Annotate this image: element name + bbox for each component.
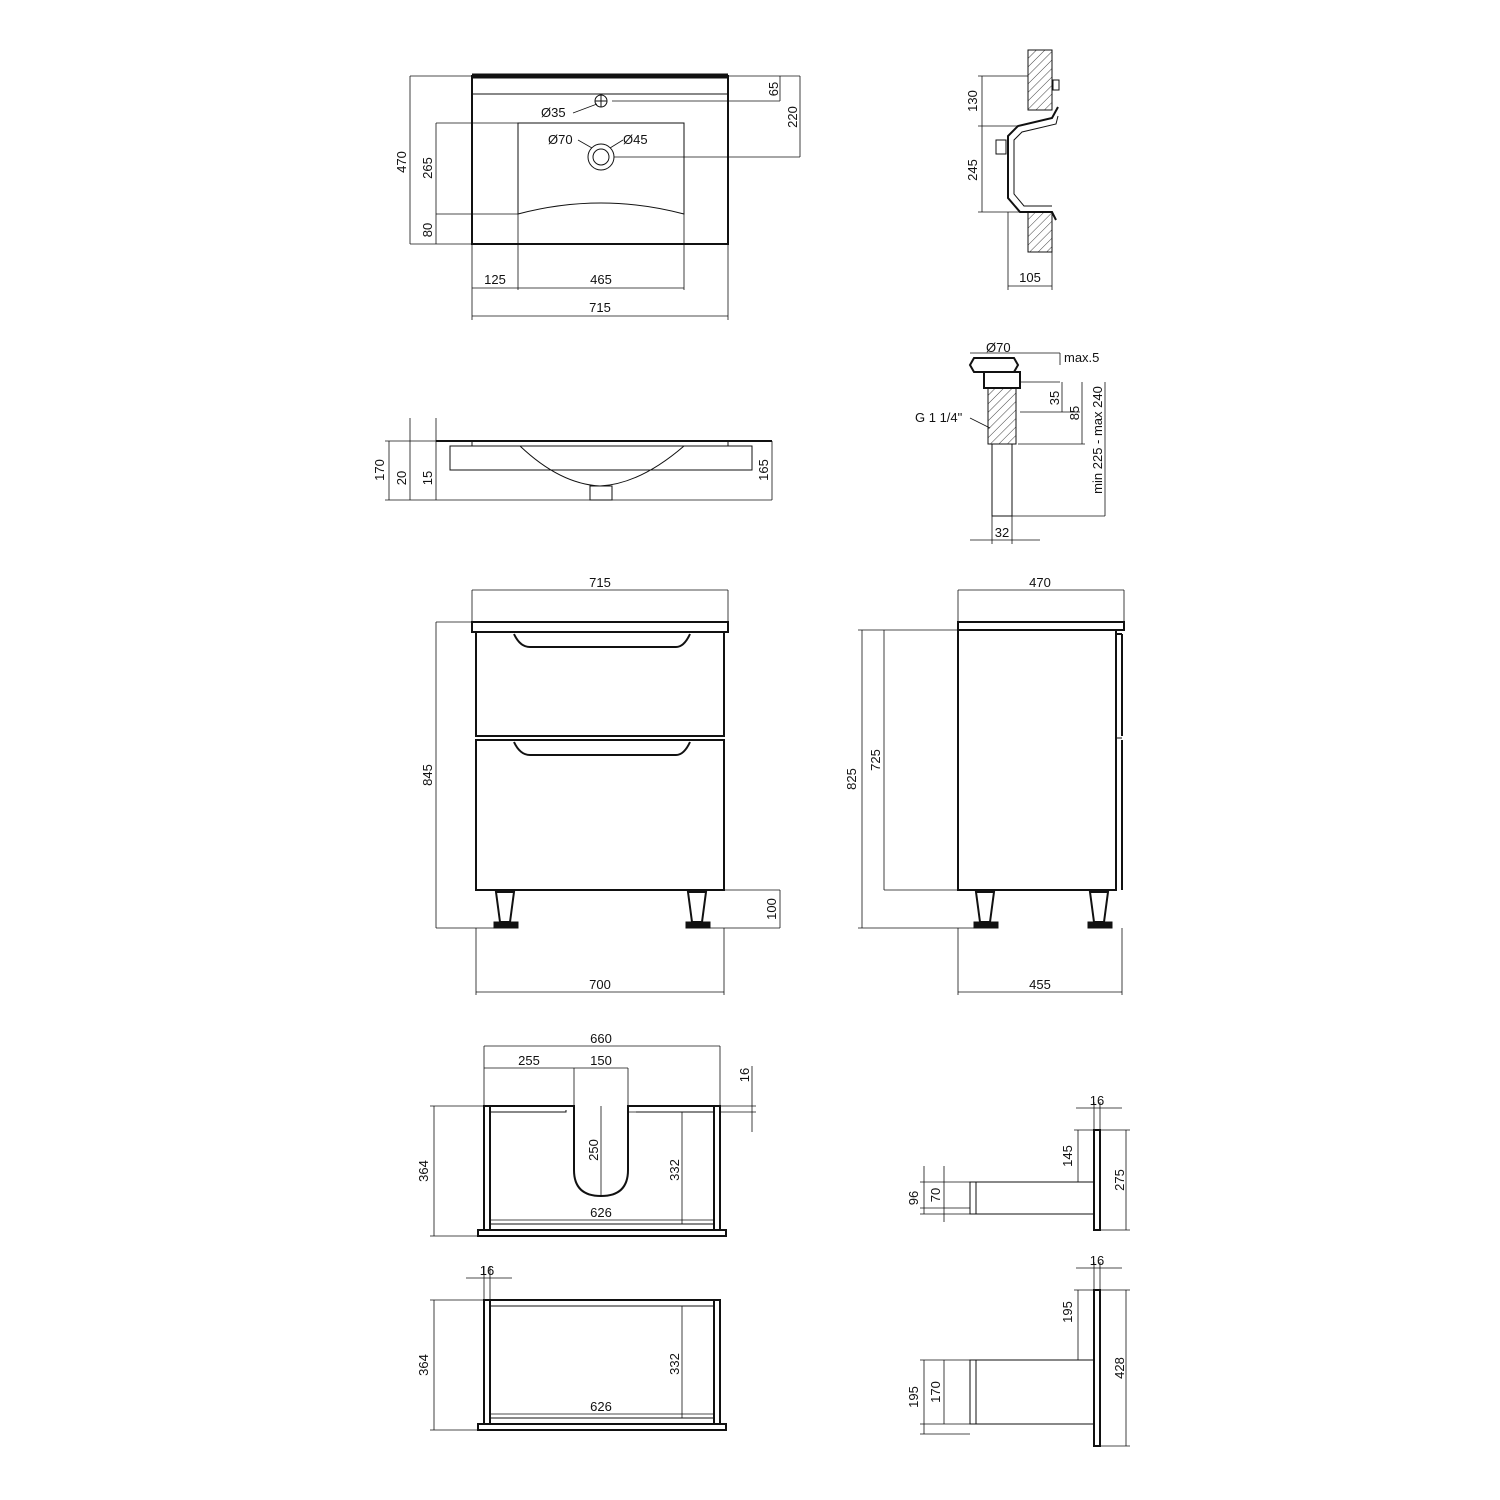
basin-profile: [1007, 106, 1059, 221]
dim-125: 125: [484, 272, 506, 287]
upper-drawer-side-view: 16 145 275 96 70: [906, 1093, 1130, 1231]
label-drain-inner: Ø45: [623, 132, 648, 147]
dim-245: 245: [965, 159, 980, 181]
label-max-gap: max.5: [1064, 350, 1099, 365]
drain-hole-inner: [592, 148, 610, 166]
dim-715: 715: [589, 300, 611, 315]
dim-150: 150: [590, 1053, 612, 1068]
lower-drawer: [475, 739, 725, 891]
dim-195-b: 195: [906, 1386, 921, 1408]
wall-hatch-top: [1027, 49, 1053, 111]
leg-left: [494, 891, 516, 923]
dim-85: 85: [1067, 406, 1082, 420]
upper-drawer-view: 660 255 150 16 364 250 332 626: [416, 1031, 756, 1237]
dim-100: 100: [764, 898, 779, 920]
dim-825: 825: [844, 768, 859, 790]
basin-front-view: 170 20 15 165: [372, 418, 773, 501]
drain-view: Ø70 max.5 G 1 1/4" 35 85 min 225 - max 2…: [915, 340, 1106, 544]
label-thread: G 1 1/4": [915, 410, 963, 425]
basin-front-profile: [471, 441, 729, 487]
dim-364-a: 364: [416, 1160, 431, 1182]
dim-626-a: 626: [590, 1205, 612, 1220]
dim-165: 165: [756, 459, 771, 481]
dim-470-side: 470: [1029, 575, 1051, 590]
dim-455: 455: [1029, 977, 1051, 992]
basin-section-view: 130 245 105: [965, 49, 1060, 290]
dim-35: 35: [1047, 391, 1062, 405]
dim-626-b: 626: [590, 1399, 612, 1414]
dim-265: 265: [420, 157, 435, 179]
leg-right: [686, 891, 708, 923]
dim-364-b: 364: [416, 1354, 431, 1376]
dim-332-b: 332: [667, 1353, 682, 1375]
dim-80: 80: [420, 223, 435, 237]
wall-hatch-bottom: [1027, 211, 1053, 253]
dim-428: 428: [1112, 1357, 1127, 1379]
dim-470: 470: [394, 151, 409, 173]
dim-465: 465: [590, 272, 612, 287]
dim-725: 725: [868, 749, 883, 771]
dim-170-side: 170: [928, 1381, 943, 1403]
dim-130: 130: [965, 90, 980, 112]
dim-16-a: 16: [737, 1068, 752, 1082]
cabinet-side-view: 470 825 725 455: [844, 575, 1125, 995]
dim-275: 275: [1112, 1169, 1127, 1191]
lower-drawer-view: 16 364 332 626: [416, 1263, 727, 1431]
label-drain-outer: Ø70: [548, 132, 573, 147]
dim-332-a: 332: [667, 1159, 682, 1181]
basin-top-view: 470 265 80 65 220 125 465 715 Ø35 Ø70 Ø4…: [394, 73, 801, 320]
lower-drawer-side-view: 16 195 428 195 170: [906, 1253, 1130, 1447]
dim-16-b: 16: [480, 1263, 494, 1278]
cabinet-front-view: 715 845 100 700: [420, 575, 781, 995]
dim-16-d: 16: [1090, 1253, 1104, 1268]
dim-170: 170: [372, 459, 387, 481]
dim-145: 145: [1060, 1145, 1075, 1167]
dim-715-cab: 715: [589, 575, 611, 590]
dim-105: 105: [1019, 270, 1041, 285]
dim-65: 65: [766, 82, 781, 96]
dim-range: min 225 - max 240: [1090, 386, 1105, 494]
bowl-outline: [517, 122, 685, 215]
dim-250: 250: [586, 1139, 601, 1161]
dim-96: 96: [906, 1191, 921, 1205]
dim-220: 220: [785, 106, 800, 128]
dim-660: 660: [590, 1031, 612, 1046]
leg-side-right: [1088, 891, 1110, 923]
dim-195-a: 195: [1060, 1301, 1075, 1323]
cabinet-side-body: [957, 629, 1117, 891]
dim-16-c: 16: [1090, 1093, 1104, 1108]
dim-845: 845: [420, 764, 435, 786]
drain-cap: [968, 357, 1020, 373]
dim-255: 255: [518, 1053, 540, 1068]
dim-32: 32: [995, 525, 1009, 540]
dim-70: 70: [928, 1188, 943, 1202]
dim-20: 20: [394, 471, 409, 485]
upper-drawer: [475, 631, 725, 737]
label-tap-hole: Ø35: [541, 105, 566, 120]
leg-side-left: [974, 891, 996, 923]
label-drain-diameter: Ø70: [986, 340, 1011, 355]
dim-15: 15: [420, 471, 435, 485]
dim-700: 700: [589, 977, 611, 992]
